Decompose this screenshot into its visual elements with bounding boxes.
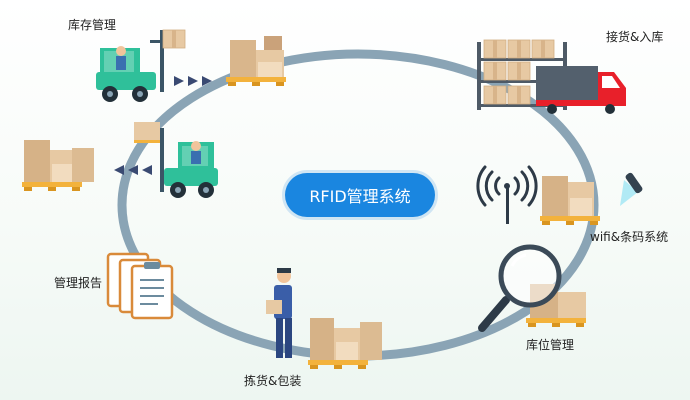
stage-label-location: 库位管理: [526, 338, 575, 352]
box-stack-icon: [22, 140, 94, 191]
flow-arrow-icon: [174, 76, 212, 86]
stage-label-receiving: 接货&入库: [606, 30, 664, 44]
box-stack-icon: [226, 36, 286, 86]
forklift-icon: [96, 29, 186, 102]
report-documents-icon: [106, 252, 174, 320]
stage-label-wifi-barcode: wifi&条码系统: [590, 230, 669, 244]
box-stack-icon: [308, 318, 382, 369]
flow-arrow-icon: [114, 165, 152, 175]
stage-label-inventory: 库存管理: [68, 18, 117, 32]
worker-icon: [266, 268, 292, 358]
box-stack-icon: [540, 176, 600, 225]
stage-label-picking: 拣货&包装: [244, 374, 302, 388]
stage-label-report: 管理报告: [54, 276, 103, 290]
barcode-scanner-icon: [620, 172, 643, 206]
forklift-icon: [134, 122, 218, 198]
magnifier-icon: [478, 244, 562, 332]
center-system-label: RFID管理系统: [285, 173, 435, 217]
rfid-signal-icon: [476, 165, 538, 224]
truck-icon: [536, 66, 626, 114]
